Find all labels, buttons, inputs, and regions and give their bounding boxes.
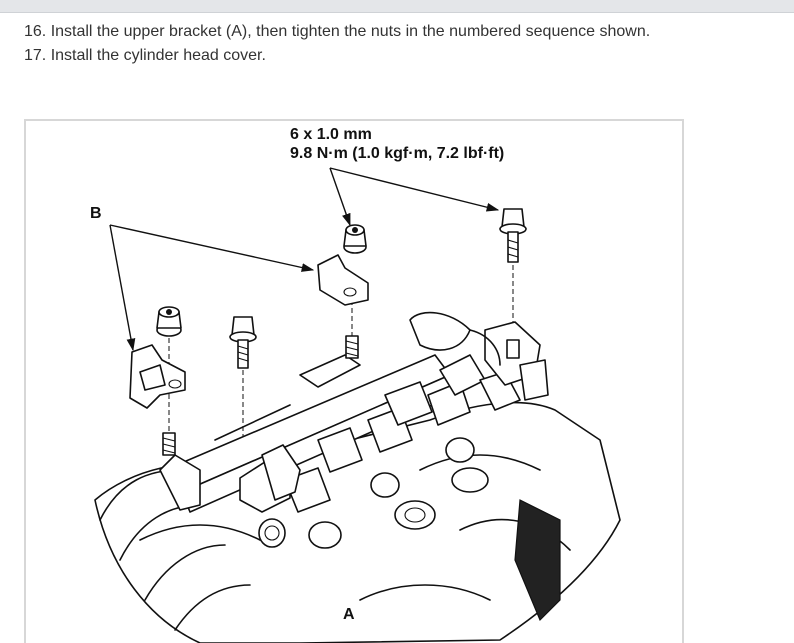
studs [162,335,520,456]
flange-bolts [229,208,527,369]
nut-upper [343,224,367,254]
bolt-right [499,208,527,263]
cylinder-head [94,401,621,643]
torque-spec: 6 x 1.0 mm 9.8 N·m (1.0 kgf·m, 7.2 lbf·f… [290,125,504,163]
spec-torque: 9.8 N·m (1.0 kgf·m, 7.2 lbf·ft) [290,145,505,162]
bracket-b-lower [129,344,186,409]
instruction-list: 16. Install the upper bracket (A), then … [24,20,650,68]
callout-b: B [90,205,102,222]
oil-filler-area [409,311,549,401]
injector-coils [258,354,521,549]
header-bar [0,0,794,12]
spec-size: 6 x 1.0 mm [290,126,372,143]
bolt-center [229,316,257,369]
header-divider [0,12,794,13]
instruction-step-17: 17. Install the cylinder head cover. [24,47,266,64]
flange-nuts [156,224,367,337]
instruction-step-16: 16. Install the upper bracket (A), then … [24,23,651,40]
callout-a: A [343,606,355,623]
nut-left [156,306,182,337]
bracket-b-upper [317,254,369,306]
